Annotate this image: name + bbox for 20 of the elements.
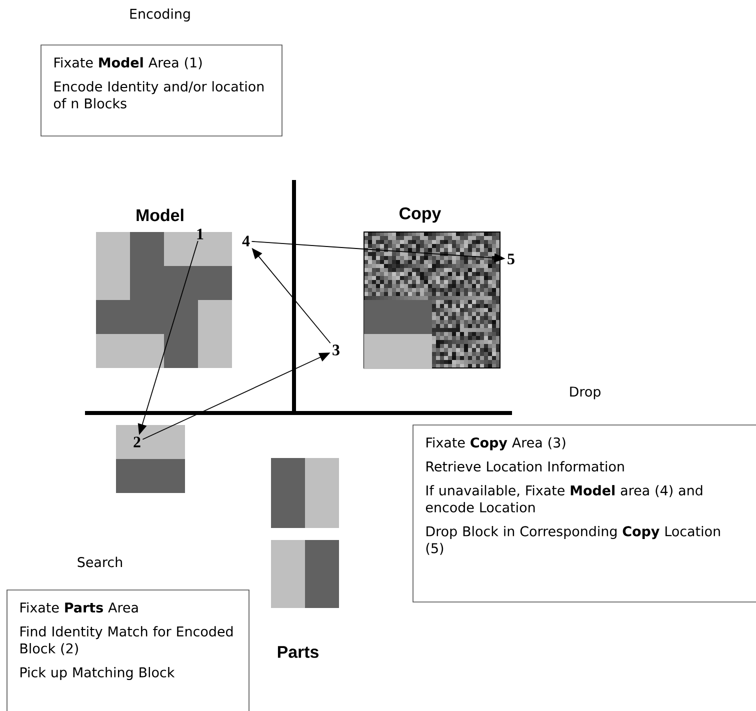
step-number: 5 (508, 254, 514, 264)
stage-heading: Drop (570, 386, 600, 400)
area-heading: Model (136, 208, 184, 222)
stage-heading: Search (78, 556, 122, 568)
step-text: Fixate Copy Area (3) (426, 437, 566, 450)
stage-heading: Encoding (130, 8, 190, 22)
step-text: Drop Block in Corresponding Copy Location (5) (426, 526, 720, 555)
step-text: Fixate Model Area (1) (54, 57, 202, 70)
step-text: If unavailable, Fixate Model area (4) and encode Location (426, 485, 702, 512)
step-text: Retrieve Location Information (426, 461, 624, 472)
step-text: Pick up Matching Block (20, 667, 175, 680)
area-heading: Parts (278, 646, 318, 658)
step-text: Fixate Parts Area (20, 602, 138, 613)
step-number: 1 (197, 228, 204, 240)
area-heading: Copy (400, 207, 442, 223)
step-text: Find Identity Match for Encoded Block (2) (20, 626, 233, 656)
step-number: 2 (134, 436, 140, 448)
step-text: Encode Identity and/or location of n Blocks (54, 81, 264, 108)
step-number: 3 (332, 344, 340, 356)
step-number: 4 (242, 236, 250, 246)
